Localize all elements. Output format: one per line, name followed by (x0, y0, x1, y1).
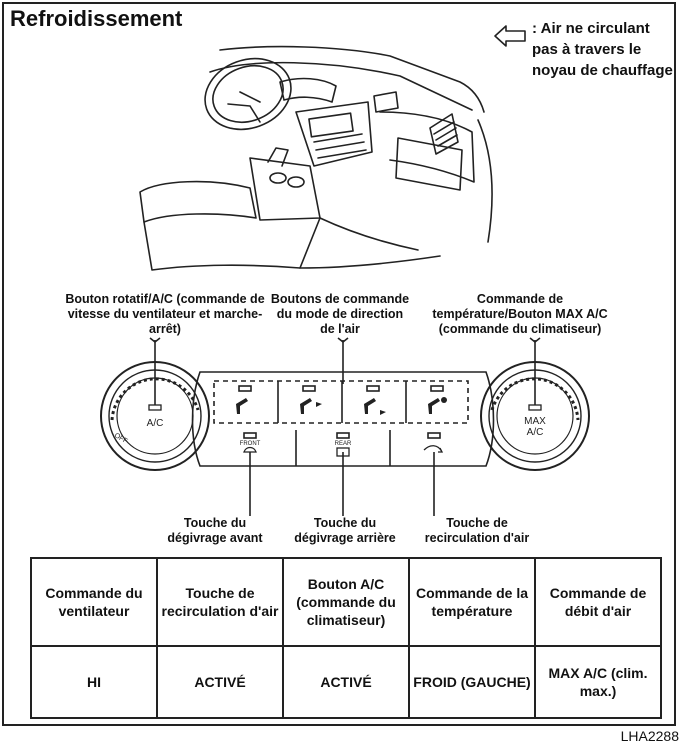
table-cell: ACTIVÉ (156, 645, 284, 719)
front-defrost-label: FRONT (240, 441, 261, 447)
ac-label: A/C (147, 418, 164, 429)
table-header-cell: Commande de la température (408, 557, 536, 647)
max-ac-label-bottom: A/C (527, 427, 544, 438)
table-cell: FROID (GAUCHE) (408, 645, 536, 719)
figure-frame (2, 2, 676, 726)
table-header-cell: Bouton A/C (commande du climatiseur) (282, 557, 410, 647)
temperature-knob[interactable] (480, 361, 590, 471)
page-title: Refroidissement (10, 6, 183, 31)
front-defrost-callout: Touche du dégivrage avant (167, 516, 263, 545)
figure-code: LHA2288 (620, 728, 679, 744)
table-cell: MAX A/C (clim. max.) (534, 645, 662, 719)
table-header-cell: Commande de débit d'air (534, 557, 662, 647)
climate-control-panel: A/C OFF MAX A/C FRONT REAR (100, 337, 590, 516)
off-label: OFF (113, 432, 129, 445)
rear-defrost-callout: Touche du dégivrage arrière (294, 516, 396, 545)
legend-text: : Air ne circulant pas à travers le noya… (532, 20, 673, 79)
table-row: HI ACTIVÉ ACTIVÉ FROID (GAUCHE) MAX A/C … (30, 645, 662, 719)
table-cell: ACTIVÉ (282, 645, 410, 719)
rear-defrost-label: REAR (335, 441, 352, 447)
recirculation-callout: Touche de recirculation d'air (424, 516, 530, 545)
max-ac-label-top: MAX (524, 416, 546, 427)
fan-speed-knob[interactable] (100, 361, 210, 471)
mode-buttons-callout: Boutons de commande du mode de direction… (270, 292, 410, 336)
table-cell: HI (30, 645, 158, 719)
cooling-settings-table: Commande du ventilateur Touche de recirc… (30, 557, 662, 719)
table-header-cell: Commande du ventilateur (30, 557, 158, 647)
table-header-cell: Touche de recirculation d'air (156, 557, 284, 647)
fan-knob-callout: Bouton rotatif/A/C (commande de vitesse … (65, 292, 265, 336)
table-header-row: Commande du ventilateur Touche de recirc… (30, 557, 662, 647)
hollow-left-arrow-icon (494, 25, 526, 47)
temp-knob-callout: Commande de température/Bouton MAX A/C (… (432, 292, 608, 336)
car-dashboard-illustration (139, 45, 493, 271)
